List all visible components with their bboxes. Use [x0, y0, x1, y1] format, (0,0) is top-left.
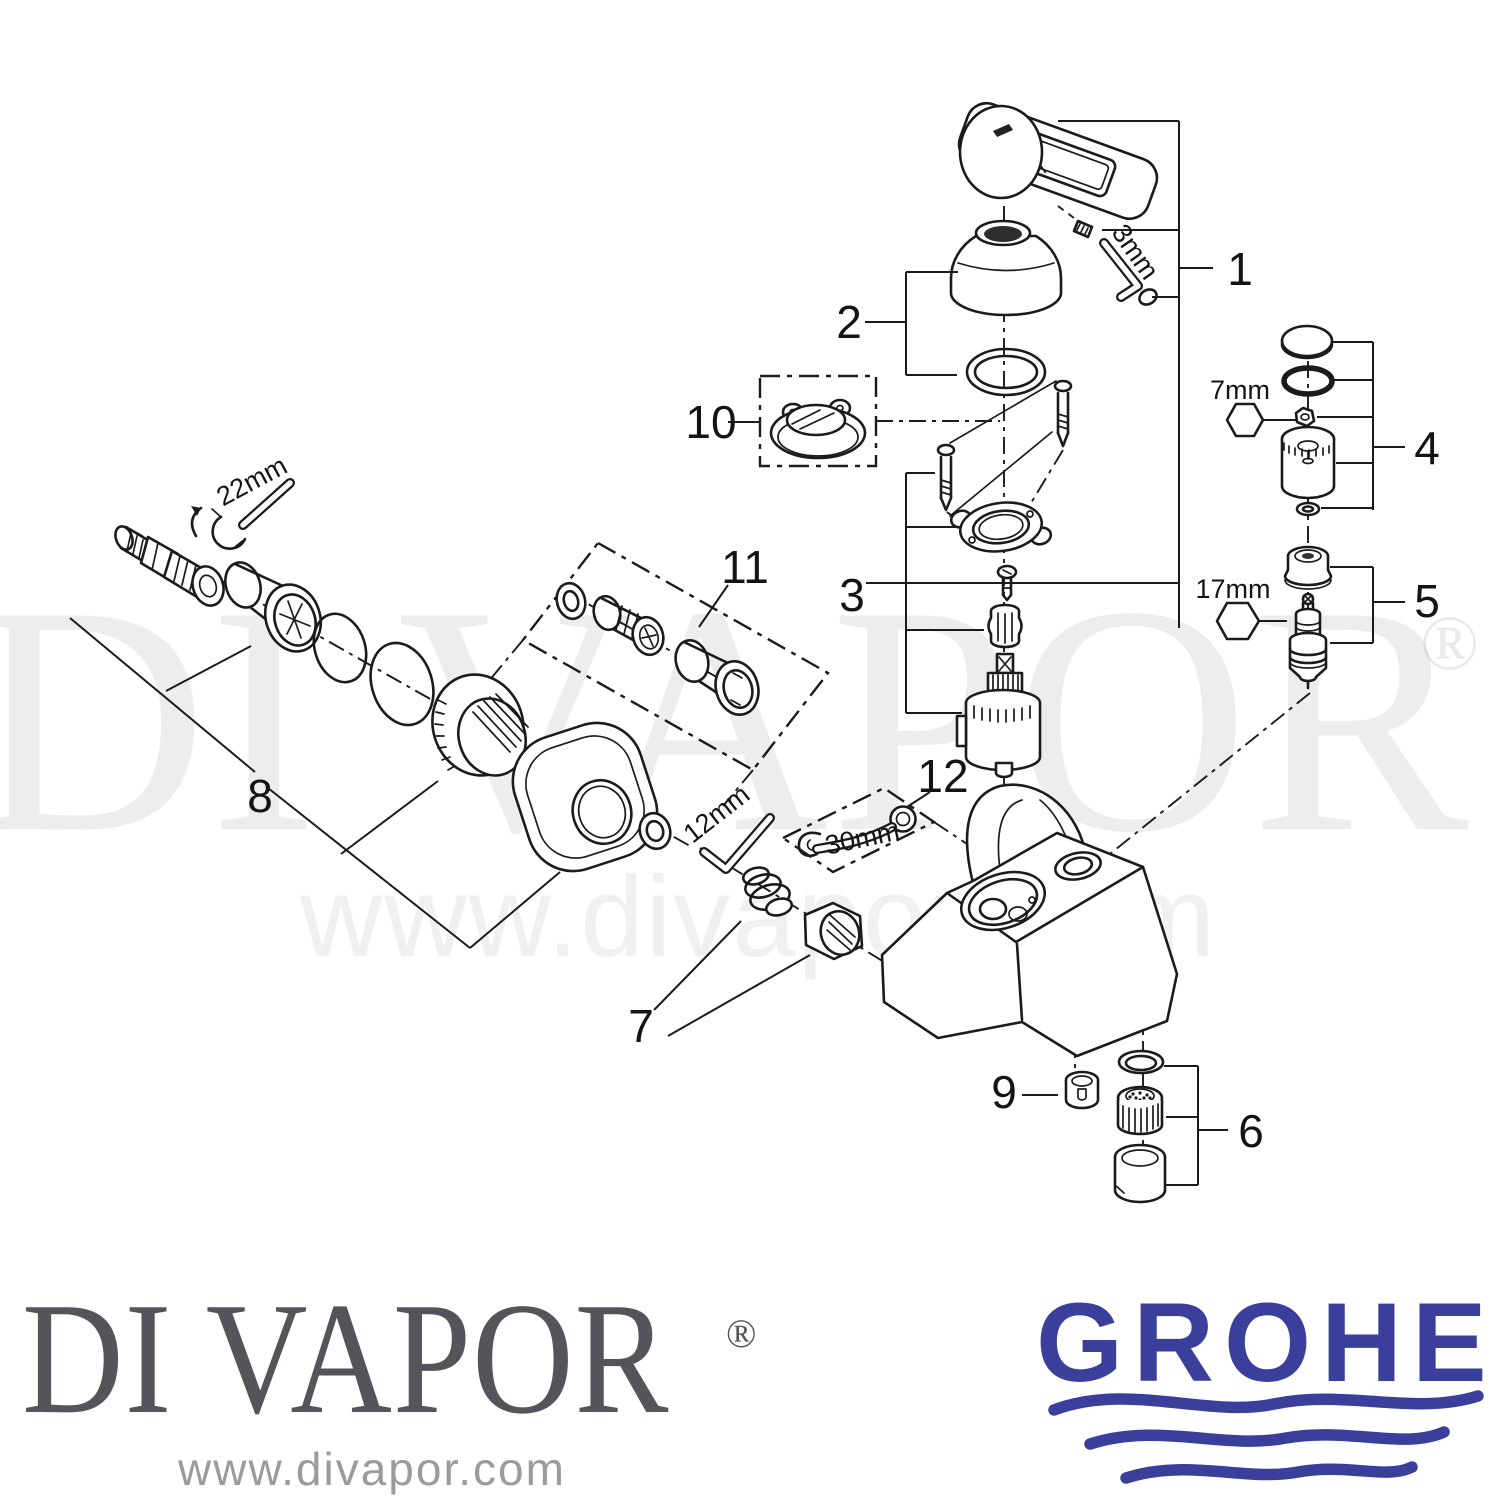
o-ring-2	[369, 641, 435, 727]
divapor-logo: DI VAPOR	[22, 1269, 670, 1447]
bushing	[1283, 545, 1333, 590]
ring-nut	[431, 673, 529, 777]
hex-17mm-icon	[1215, 601, 1261, 641]
threaded-adapter	[592, 594, 665, 657]
washer-8	[638, 811, 672, 851]
part-9-label: 9	[991, 1066, 1017, 1118]
part-12-spanner-set	[780, 786, 937, 874]
watermark-registered-icon: ®	[1420, 599, 1480, 686]
part-11-adapter-set	[521, 541, 830, 772]
part-1-handle-assembly	[957, 102, 1159, 306]
part-2-label: 2	[836, 296, 862, 348]
part-4-adapter-assembly	[1280, 324, 1336, 517]
washer-small	[1295, 501, 1321, 517]
part-8-label: 8	[247, 770, 273, 822]
shower-outlet-port	[1054, 851, 1102, 881]
fixing-screw-left	[936, 443, 956, 512]
part-8-union-chain	[114, 478, 672, 873]
part-1-label: 1	[1227, 243, 1253, 295]
spanner-30mm-icon	[797, 805, 917, 858]
thermostatic-cartridge	[1288, 592, 1328, 690]
part-6-aerator-set	[1113, 1049, 1167, 1204]
escutcheon-ring	[511, 721, 659, 873]
part-12-label: 12	[917, 750, 968, 802]
cap-o-ring	[965, 347, 1047, 397]
part-3-cartridge-assembly	[936, 379, 1073, 779]
aerator-washer	[1117, 1049, 1165, 1075]
eccentric-adapter	[224, 561, 323, 653]
mixer-cartridge	[955, 652, 1042, 779]
hex-nut	[803, 901, 864, 961]
spanner-22mm-icon	[190, 478, 295, 550]
part-2-cap-assembly	[949, 219, 1063, 397]
divapor-url: www.divapor.com	[178, 1443, 566, 1495]
grohe-waves-icon	[1048, 1390, 1484, 1484]
callout-lines	[69, 120, 1405, 1186]
spanner-22mm-label: 22mm	[212, 450, 292, 512]
part-7-label: 7	[628, 1000, 654, 1052]
cartridge-seat-opening	[959, 870, 1047, 932]
faucet-body	[880, 783, 1179, 1058]
divapor-registered-icon: ®	[726, 1311, 757, 1356]
part-10-mounting-base	[758, 374, 878, 468]
part-number-labels: 1 2 3 4 5 6 7 8 9 10 11 12	[247, 243, 1440, 1157]
grohe-logo: GROHE	[1036, 1280, 1497, 1405]
o-ring-1	[312, 612, 368, 684]
cartridge-screw	[996, 564, 1018, 602]
nut-7mm	[1294, 406, 1316, 428]
allen-12mm-label: 12mm	[678, 779, 756, 849]
escutcheon-flange	[949, 501, 1053, 553]
part-11-label: 11	[721, 541, 769, 593]
part-9-insert	[1064, 1070, 1100, 1110]
cartridge-adapter-knob	[987, 603, 1023, 649]
hex-17mm-label: 17mm	[1195, 574, 1270, 604]
aerator-shroud	[1113, 1143, 1167, 1204]
adapter-cup	[1280, 425, 1336, 500]
spanner-30mm-label: 30mm	[822, 816, 902, 861]
part-7-plug-chain	[699, 813, 864, 961]
allen-key-3mm-icon	[1099, 238, 1143, 302]
s-union-fitting	[114, 525, 225, 607]
fixing-screw-right	[1053, 379, 1073, 448]
part-5-label: 5	[1414, 575, 1440, 627]
aerator-insert	[1116, 1085, 1164, 1136]
hex-7mm-label: 7mm	[1210, 375, 1270, 405]
grub-screw	[1072, 219, 1094, 239]
allen-key-12mm-icon	[699, 813, 775, 874]
socket-sleeve	[674, 638, 760, 716]
part-4-label: 4	[1414, 422, 1440, 474]
handle-indicator-mark	[993, 124, 1013, 137]
part-6-label: 6	[1238, 1105, 1264, 1157]
hex-7mm-icon	[1225, 402, 1265, 438]
washer-11	[555, 581, 587, 621]
part-5-cartridge-assembly	[1283, 545, 1333, 690]
stepped-plug	[741, 866, 794, 917]
key-end-cap	[1138, 288, 1158, 306]
part-10-label: 10	[685, 396, 736, 448]
part-3-label: 3	[839, 569, 865, 621]
